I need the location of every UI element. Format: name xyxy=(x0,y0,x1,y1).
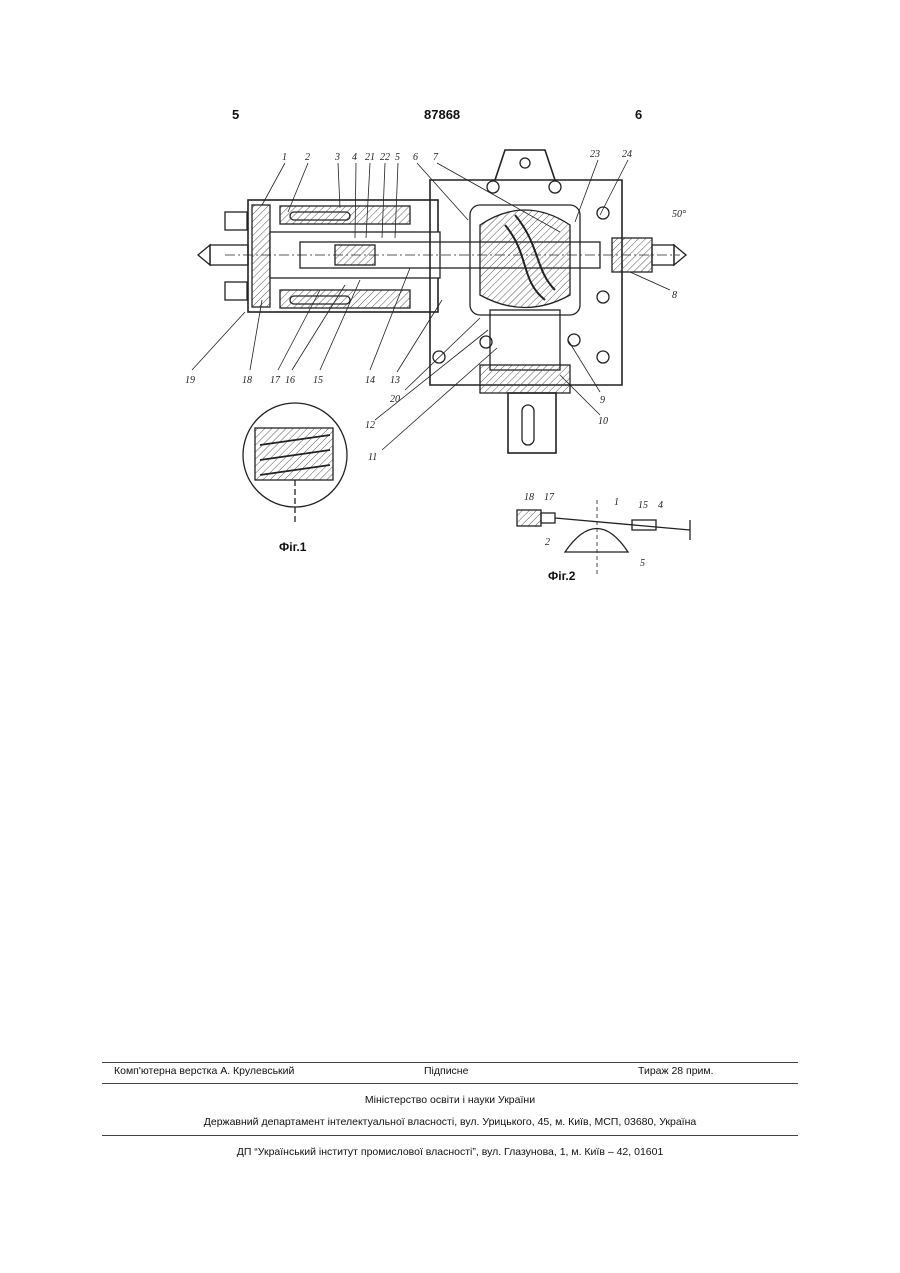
part-label: 16 xyxy=(285,375,295,386)
part-label: 21 xyxy=(365,152,375,163)
part-label: 4 xyxy=(352,152,357,163)
part-label: 1 xyxy=(282,152,287,163)
part-label: 4 xyxy=(658,500,663,511)
part-label: 11 xyxy=(368,452,377,463)
part-label: 15 xyxy=(638,500,648,511)
part-label: 17 xyxy=(544,492,555,503)
part-label: 6 xyxy=(413,152,418,163)
institute-line: ДП “Український інститут промислової вла… xyxy=(0,1146,900,1158)
signed-label: Підписне xyxy=(424,1065,468,1077)
part-label: 2 xyxy=(545,537,550,548)
figure2-schematic xyxy=(517,500,690,575)
figure1-caption: Фіг.1 xyxy=(279,540,306,554)
part-label: 18 xyxy=(524,492,534,503)
part-label: 2 xyxy=(305,152,310,163)
part-label: 19 xyxy=(185,375,195,386)
figure2-caption: Фіг.2 xyxy=(548,569,575,583)
part-label: 22 xyxy=(380,152,390,163)
part-label: 17 xyxy=(270,375,281,386)
part-label: 8 xyxy=(672,290,677,301)
footer-rule-bottom xyxy=(102,1135,798,1136)
part-label: 14 xyxy=(365,375,375,386)
part-label: 15 xyxy=(313,375,323,386)
part-label: 5 xyxy=(640,558,645,569)
angle-label: 50° xyxy=(672,209,686,220)
typesetting-credit: Комп'ютерна верстка А. Крулевський xyxy=(114,1065,294,1077)
department-line: Державний департамент інтелектуальної вл… xyxy=(0,1116,900,1128)
part-label: 23 xyxy=(590,149,600,160)
part-label: 13 xyxy=(390,375,400,386)
part-label: 10 xyxy=(598,416,608,427)
footer-rule-middle xyxy=(102,1083,798,1084)
part-label: 7 xyxy=(433,152,439,163)
footer-rule-top xyxy=(102,1062,798,1063)
part-label: 18 xyxy=(242,375,252,386)
part-label: 5 xyxy=(395,152,400,163)
ministry-line: Міністерство освіти і науки України xyxy=(0,1094,900,1106)
part-label: 12 xyxy=(365,420,375,431)
part-label: 20 xyxy=(390,394,400,405)
part-label: 9 xyxy=(600,395,605,406)
technical-drawing: 1 2 3 4 21 22 5 6 7 23 24 8 9 10 11 12 2… xyxy=(0,0,900,600)
part-label: 1 xyxy=(614,497,619,508)
part-label: 24 xyxy=(622,149,632,160)
circulation: Тираж 28 прим. xyxy=(638,1065,714,1077)
part-label: 3 xyxy=(334,152,340,163)
